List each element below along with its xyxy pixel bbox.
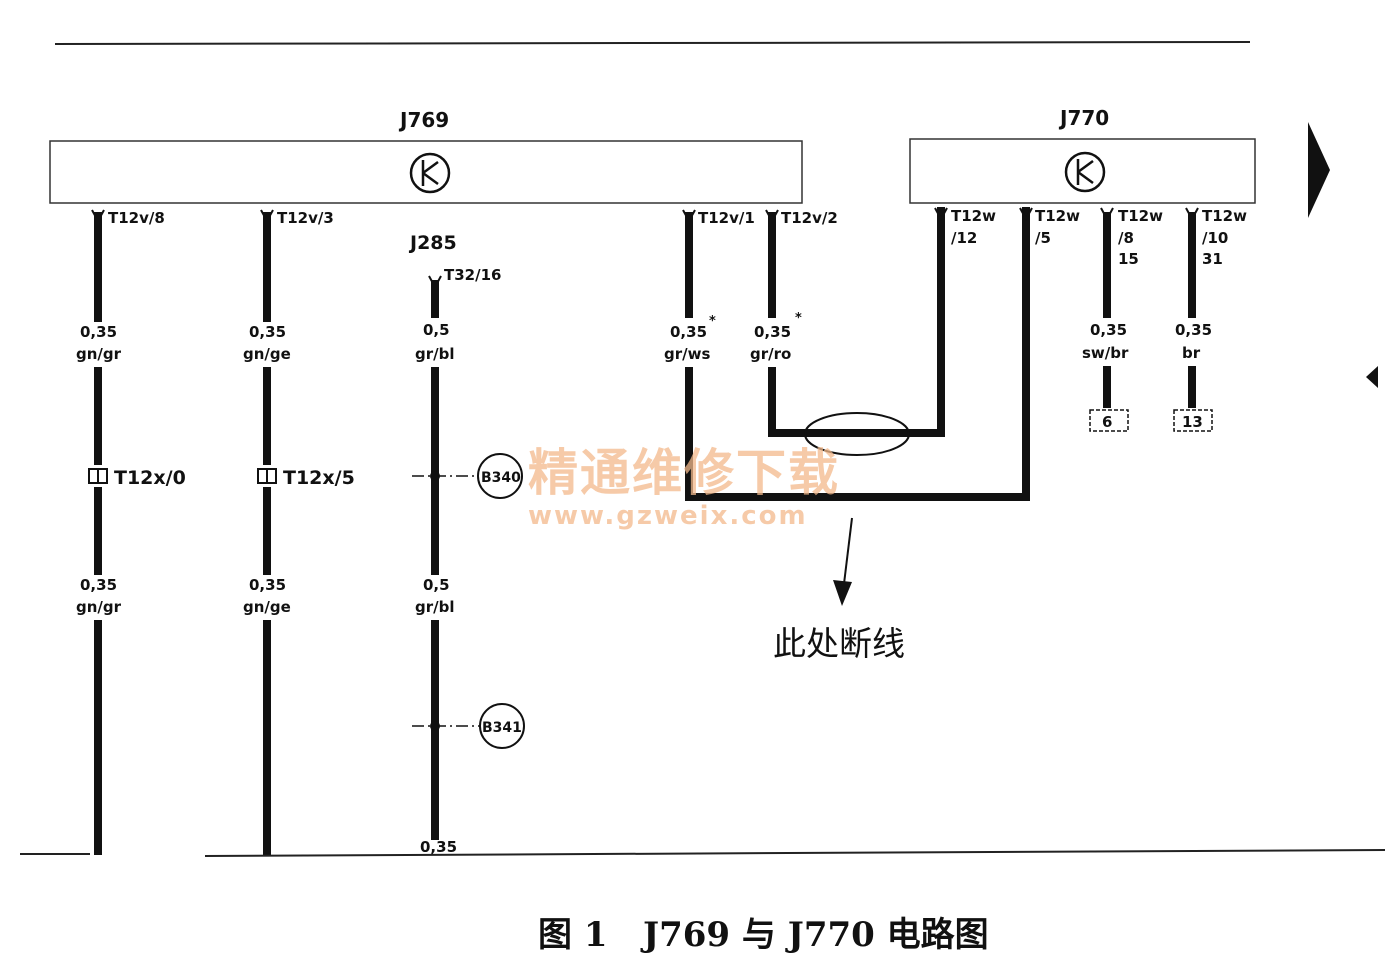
wire-5: T12v/2 0,35 * gr/ro <box>750 207 945 437</box>
j770-control-unit-icon <box>1064 151 1106 193</box>
wire-2-color1: gn/ge <box>243 345 291 363</box>
j770-module-box <box>909 138 1256 204</box>
wire-5-color1: gr/ro <box>750 345 791 363</box>
wire-3: J285 T32/16 0,5 gr/bl 0,5 gr/bl 0,35 <box>408 232 501 856</box>
wire-6-pin: T12w /12 <box>934 207 996 247</box>
j770-label: J770 <box>1058 106 1109 130</box>
svg-text:br: br <box>1182 344 1201 362</box>
wire-2-cs2: 0,35 <box>249 576 286 594</box>
j285-pin: T32/16 <box>444 266 501 284</box>
wire-2: T12v/3 0,35 gn/ge T12x/5 0,35 gn/ge <box>243 209 355 855</box>
svg-text:sw/br: sw/br <box>1082 344 1129 362</box>
wire-2-connector: T12x/5 <box>283 467 355 489</box>
svg-text:13: 13 <box>1182 413 1203 431</box>
wire-1-color1: gn/gr <box>76 345 122 363</box>
figure-caption: 图 1 J769 与 J770 电路图 <box>538 915 989 955</box>
wire-9-terminal: 31 <box>1202 250 1223 268</box>
splice-b340: B340 <box>412 453 523 499</box>
svg-text:/5: /5 <box>1035 229 1051 247</box>
wire-4-marker: * <box>709 314 716 329</box>
continue-right-icon <box>1308 122 1330 218</box>
svg-text:T12w: T12w <box>1035 207 1080 225</box>
terminal-box <box>1173 409 1213 432</box>
wire-5-marker: * <box>795 311 802 326</box>
wire-3-cs2: 0,5 <box>423 576 450 594</box>
watermark-url: www.gzweix.com <box>528 501 808 531</box>
svg-text:/10: /10 <box>1202 229 1228 247</box>
j769-label: J769 <box>398 108 449 132</box>
wire-4-cs1: 0,35 <box>670 323 707 341</box>
wire-2-pin: T12v/3 <box>277 209 334 227</box>
wire-8: T12w /8 15 0,35 sw/br 6 <box>1082 207 1163 432</box>
wire-9: T12w /10 31 0,35 br 13 <box>1173 207 1247 432</box>
wire-1: T12v/8 0,35 gn/gr T12x/0 0,35 gn/gr <box>76 209 186 855</box>
watermark-cn: 精通维修下载 <box>528 444 840 502</box>
wire-2-color2: gn/ge <box>243 598 291 616</box>
svg-text:0,35: 0,35 <box>1090 321 1127 339</box>
wire-4-color1: gr/ws <box>664 345 710 363</box>
wire-8-terminal: 15 <box>1118 250 1139 268</box>
break-annotation: 此处断线 <box>773 624 905 663</box>
splice-b341: B341 <box>412 703 525 749</box>
break-highlight-ellipse <box>804 412 910 456</box>
svg-text:T12w: T12w <box>1202 207 1247 225</box>
bottom-border-line <box>204 849 1386 857</box>
splice-b340-label: B340 <box>481 470 521 486</box>
wire-5-cs1: 0,35 <box>754 323 791 341</box>
svg-text:T12w: T12w <box>1118 207 1163 225</box>
top-border-line <box>54 41 1251 45</box>
wire-1-pin: T12v/8 <box>108 209 165 227</box>
svg-text:6: 6 <box>1102 413 1112 431</box>
j769-control-unit-icon <box>409 152 451 194</box>
wire-2-cs1: 0,35 <box>249 323 286 341</box>
svg-text:/8: /8 <box>1118 229 1134 247</box>
wire-5-pin: T12v/2 <box>781 209 838 227</box>
wire-1-cs2: 0,35 <box>80 576 117 594</box>
wire-3-cs1: 0,5 <box>423 321 450 339</box>
continue-left-icon <box>1366 366 1378 388</box>
j285-label: J285 <box>408 232 457 254</box>
wire-4-pin: T12v/1 <box>698 209 755 227</box>
wire-3-color1: gr/bl <box>415 345 455 363</box>
pin-arrow-icon <box>1019 207 1033 222</box>
connector-icon <box>88 468 108 484</box>
wire-1-connector: T12x/0 <box>114 467 186 489</box>
connector-icon <box>257 468 277 484</box>
wire-7-pin: T12w /5 <box>1019 207 1080 247</box>
svg-text:0,35: 0,35 <box>1175 321 1212 339</box>
wire-1-cs1: 0,35 <box>80 323 117 341</box>
pin-arrow-icon <box>934 207 948 222</box>
wire-4: T12v/1 0,35 * gr/ws <box>664 207 1030 501</box>
wire-1-color2: gn/gr <box>76 598 122 616</box>
svg-text:T12w: T12w <box>951 207 996 225</box>
j769-module-box <box>49 140 803 204</box>
wire-3-cs3: 0,35 <box>420 838 457 856</box>
splice-b341-label: B341 <box>482 720 522 736</box>
break-arrow-icon <box>833 580 852 606</box>
wire-3-color2: gr/bl <box>415 598 455 616</box>
svg-text:/12: /12 <box>951 229 977 247</box>
break-arrow-line <box>842 517 853 593</box>
terminal-box <box>1089 409 1129 432</box>
